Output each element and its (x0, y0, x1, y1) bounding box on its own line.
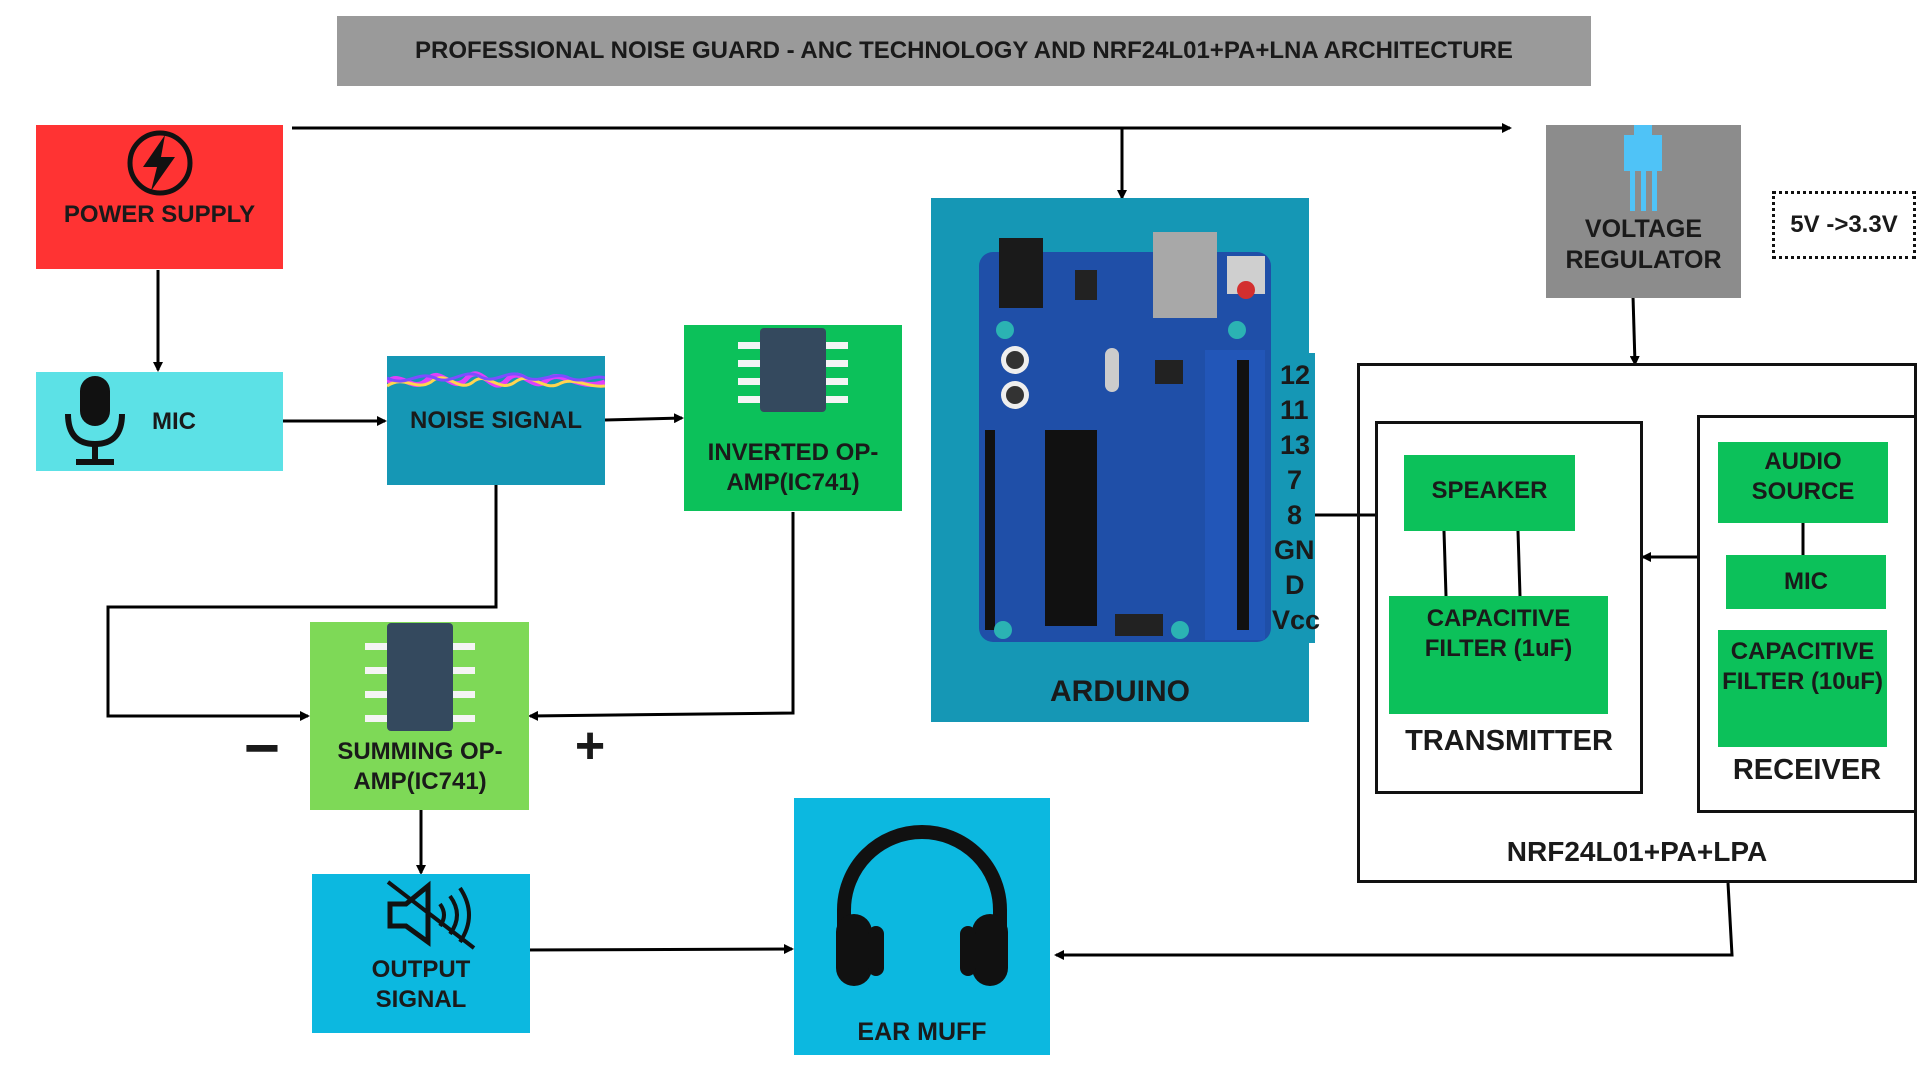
arrow-noise-to-inverted (604, 413, 684, 424)
noise-signal-label: NOISE SIGNAL (409, 407, 583, 434)
minus-sign: − (243, 714, 281, 783)
tx-capacitive-filter-block (1389, 596, 1608, 714)
inverted-opamp-label: INVERTED OP-AMP(IC741) (707, 439, 879, 496)
title-bar (337, 16, 1591, 86)
wire-nrf-to-earmuff (1054, 882, 1734, 960)
rx-capacitive-filter-label: CAPACITIVE FILTER (10uF) (1722, 638, 1883, 695)
waveform-icon (387, 371, 605, 388)
power-supply-label: POWER SUPPLY (63, 201, 256, 228)
output-signal-label: OUTPUT SIGNAL (371, 956, 471, 1013)
audio-source-block (1718, 442, 1888, 523)
ic-chip-icon (365, 623, 475, 731)
nrf-module-label: NRF24L01+PA+LPA (1506, 836, 1768, 867)
arduino-label: ARDUINO (1050, 675, 1190, 708)
pin-label-11: 11 (1280, 395, 1309, 425)
arrow-regulator-to-nrf (1629, 295, 1640, 366)
wire-noise-to-summing (106, 485, 498, 721)
lightning-icon (127, 130, 193, 196)
arduino-pin-strip (1271, 353, 1315, 643)
pin-label-vcc: Vcc (1272, 605, 1321, 635)
wire-speaker-filter-left (1442, 530, 1448, 597)
pin-label-8: 8 (1287, 500, 1303, 530)
arrow-output-to-earmuff (517, 944, 794, 955)
pin-label-gnd: GN (1274, 535, 1315, 565)
ear-muff-label: EAR MUFF (857, 1018, 987, 1046)
receiver-label: RECEIVER (1732, 754, 1882, 786)
audio-source-label: AUDIO SOURCE (1751, 448, 1855, 505)
speaker-muted-icon (386, 880, 476, 950)
pin-label-12: 12 (1280, 360, 1311, 390)
voltage-regulator-icon (1624, 125, 1662, 211)
arduino-board-icon (979, 232, 1271, 642)
output-signal-block (312, 874, 530, 1033)
pin-label-7: 7 (1287, 465, 1303, 495)
transmitter-label: TRANSMITTER (1405, 725, 1613, 757)
regulator-note-box (1772, 191, 1916, 259)
rx-capacitive-filter-block (1718, 630, 1887, 747)
pin-label-13: 13 (1280, 430, 1311, 460)
ic-chip-icon (738, 328, 848, 412)
pin-label-d: D (1285, 570, 1305, 600)
mic-label: MIC (152, 408, 196, 435)
speaker-block (1404, 455, 1575, 531)
headphones-icon (836, 825, 1008, 986)
voltage-regulator-label: VOLTAGE REGULATOR (1565, 215, 1722, 275)
speaker-label: SPEAKER (1431, 477, 1548, 504)
rx-mic-block (1726, 555, 1886, 609)
tx-capacitive-filter-label: CAPACITIVE FILTER (1uF) (1424, 605, 1573, 662)
microphone-icon (65, 376, 125, 465)
summing-opamp-label: SUMMING OP-AMP(IC741) (337, 738, 503, 795)
rx-mic-label: MIC (1784, 568, 1828, 595)
regulator-note-label: 5V ->3.3V (1790, 211, 1898, 238)
diagram-title: PROFESSIONAL NOISE GUARD - ANC TECHNOLOG… (415, 37, 1513, 64)
receiver-box (1697, 415, 1917, 813)
plus-sign: + (574, 717, 606, 775)
ear-muff-block (794, 798, 1050, 1055)
wire-speaker-filter-right (1516, 530, 1522, 597)
wire-inverted-to-summing (528, 512, 795, 721)
mic-block (36, 372, 283, 471)
transmitter-box (1375, 421, 1643, 794)
